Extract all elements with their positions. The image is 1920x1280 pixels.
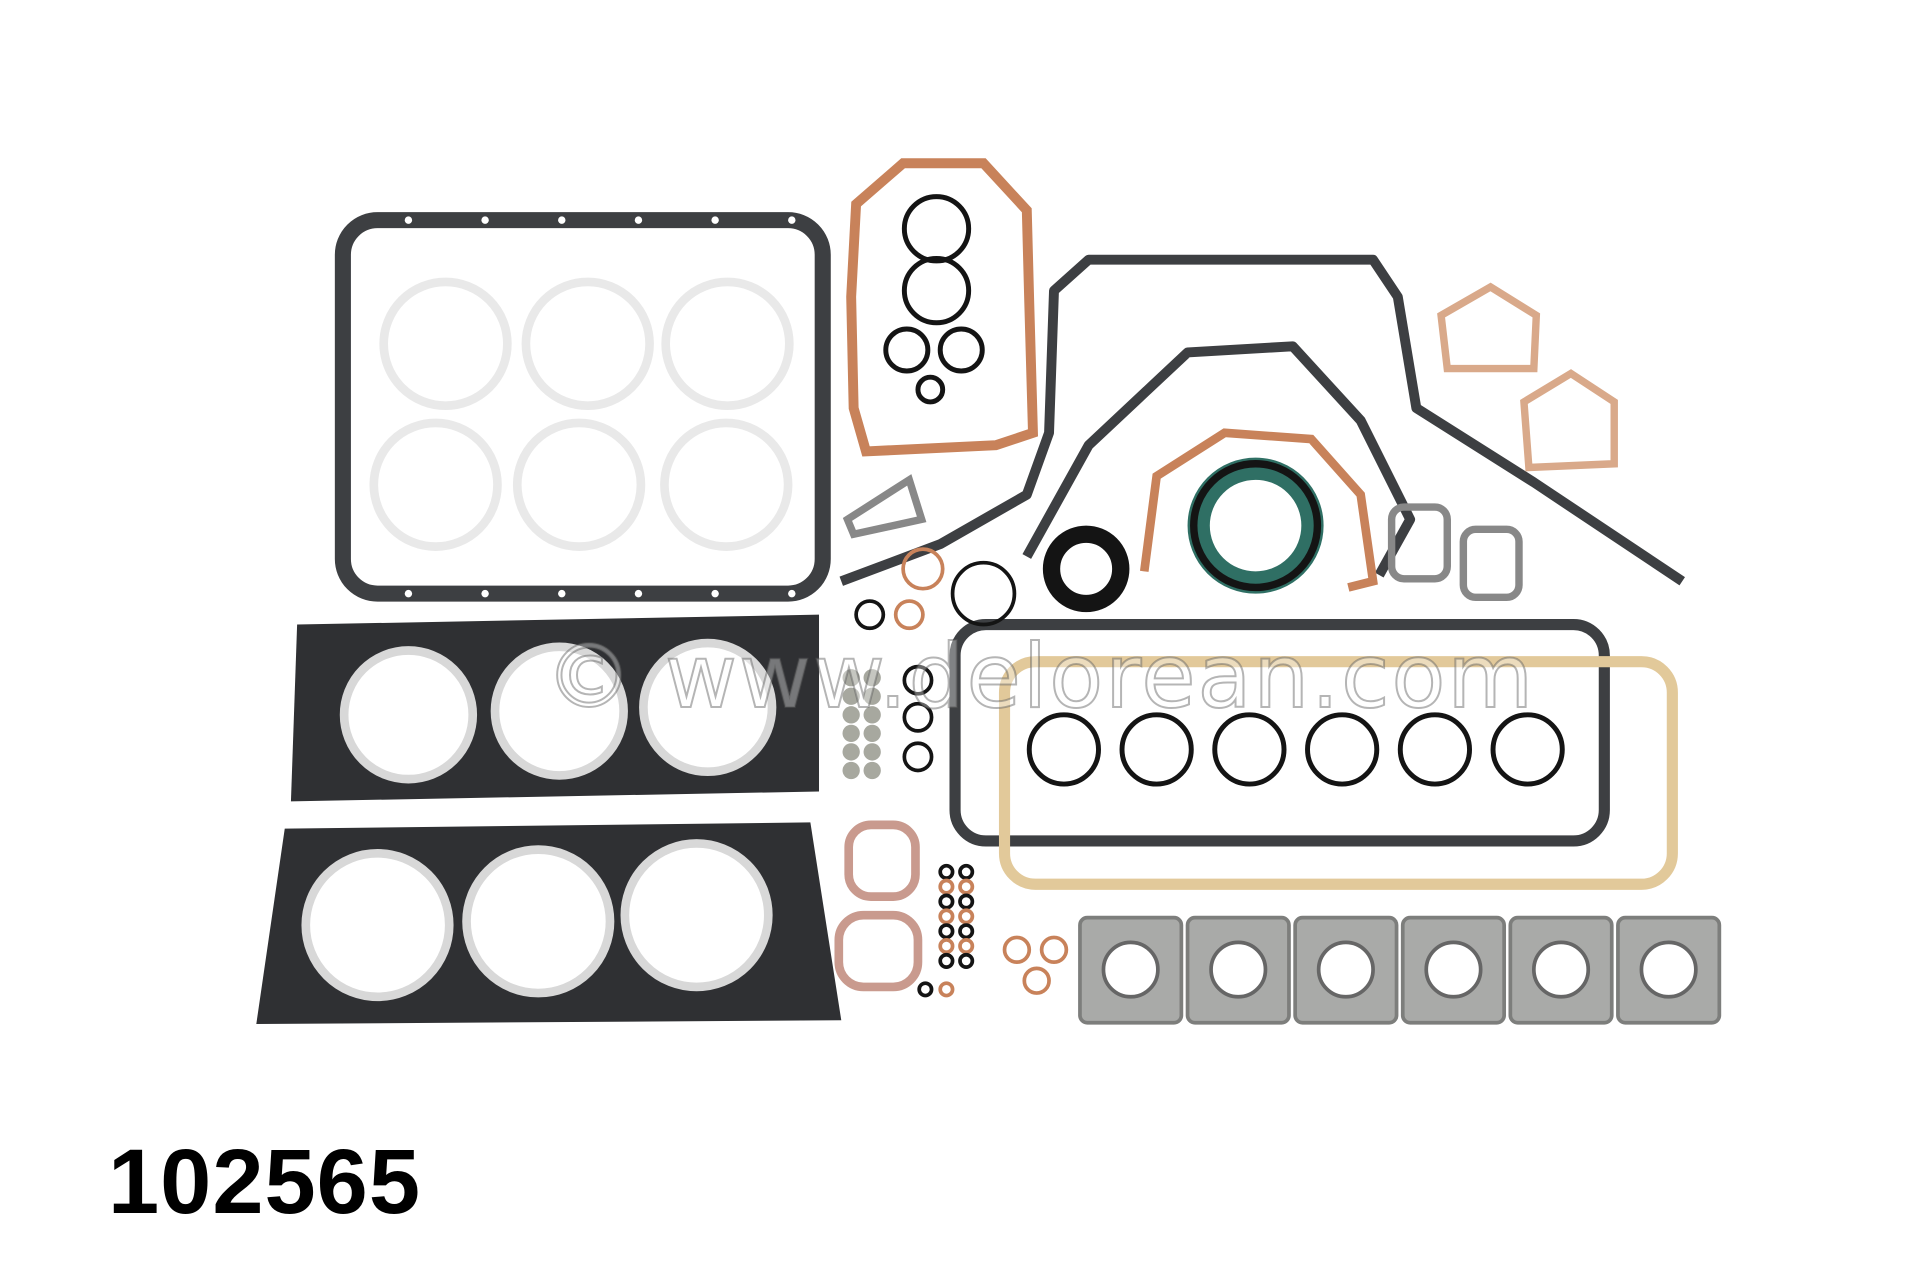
oring	[1022, 966, 1051, 995]
front-seal	[1042, 525, 1130, 613]
oil-pan-gasket	[334, 212, 831, 602]
oring	[958, 938, 975, 955]
bolt-hole	[558, 216, 566, 224]
white-ring	[660, 418, 793, 551]
pump-gaskets	[1437, 282, 1618, 472]
small-orings	[854, 547, 1069, 998]
bolt-hole	[404, 589, 413, 598]
oring	[958, 952, 975, 969]
valve-cover-oring	[1305, 712, 1380, 787]
oring	[938, 893, 955, 910]
oring	[958, 878, 975, 895]
valve-stem-seal	[842, 706, 860, 724]
seal-carrier-gasket	[1139, 428, 1378, 592]
white-ring	[512, 418, 646, 551]
oring	[901, 547, 945, 591]
valve-stem-seal	[863, 706, 881, 724]
cylinder-head-gasket-1	[290, 614, 820, 802]
valve-cover-oring	[1397, 712, 1472, 787]
valve-stem-seal	[863, 687, 881, 705]
valve-cover-oring	[1119, 712, 1194, 787]
exhaust-gaskets	[1078, 915, 1722, 1025]
white-ring	[521, 277, 654, 410]
valve-cover-oring	[1212, 712, 1287, 787]
timing-cover-gasket	[846, 158, 1039, 457]
valve-cover-gasket-dark	[949, 618, 1610, 847]
oring	[938, 938, 955, 955]
rear-main-seal	[1187, 457, 1324, 594]
oring	[902, 741, 934, 773]
bolt-hole	[558, 589, 566, 598]
oring	[958, 893, 975, 910]
oring	[950, 560, 1017, 627]
bolt-hole	[711, 216, 719, 224]
valve-stem-seal	[863, 724, 881, 743]
oring	[902, 701, 934, 733]
valve-stem-seal	[863, 743, 881, 761]
oring	[938, 908, 955, 925]
white-ring	[369, 418, 502, 551]
cover-gaskets	[839, 254, 1685, 586]
oring	[938, 878, 955, 895]
exhaust-gasket	[1508, 915, 1614, 1025]
bolt-hole	[634, 589, 643, 598]
oring	[854, 599, 886, 631]
oring	[938, 863, 955, 880]
valve-stem-seal	[842, 761, 860, 780]
oring	[902, 664, 934, 696]
oring	[938, 952, 955, 969]
valve-stem-seals	[842, 669, 881, 780]
valve-stem-seal	[842, 669, 860, 687]
watermark: © www.delorean.com	[544, 624, 1536, 729]
white-ring	[379, 277, 512, 410]
valve-stem-seal	[842, 687, 860, 705]
bolt-hole	[634, 216, 643, 224]
oring	[958, 908, 975, 925]
valve-stem-seal	[863, 761, 881, 780]
valve-stem-seal	[842, 724, 860, 743]
oring	[958, 923, 975, 940]
valve-cover-gasket-beige	[998, 656, 1678, 890]
bolt-hole	[788, 589, 796, 598]
exhaust-gasket	[1078, 915, 1184, 1025]
valve-stem-seal	[842, 743, 860, 761]
valve-cover-oring	[1490, 712, 1565, 787]
exhaust-gasket	[1616, 915, 1722, 1025]
bolt-hole	[404, 216, 413, 224]
oring	[1039, 935, 1069, 965]
cylinder-head-gasket-2	[256, 822, 842, 1024]
oring	[938, 981, 955, 998]
oring	[1002, 935, 1032, 965]
exhaust-gasket	[1185, 915, 1291, 1025]
flange-gaskets	[842, 474, 1523, 602]
bolt-hole	[481, 216, 489, 224]
bolt-hole	[481, 589, 489, 598]
valve-stem-seal	[863, 669, 881, 687]
valve-cover-oring	[1026, 712, 1101, 787]
oring	[893, 599, 925, 631]
oring	[917, 981, 934, 998]
oring	[938, 923, 955, 940]
bolt-hole	[711, 589, 719, 598]
exhaust-gasket	[1293, 915, 1399, 1025]
exhaust-gasket	[1400, 915, 1507, 1025]
oring	[958, 863, 975, 880]
part-number-label: 102565	[108, 1131, 421, 1233]
white-ring	[661, 277, 794, 410]
bolt-hole	[788, 216, 796, 224]
intake-gaskets	[834, 820, 923, 992]
